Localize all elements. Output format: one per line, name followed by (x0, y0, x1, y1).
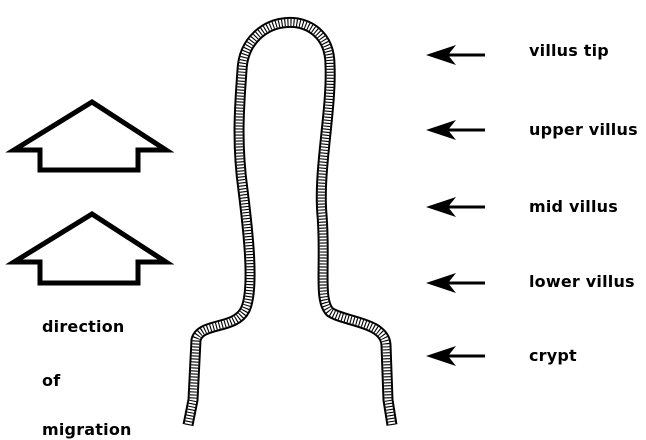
pointer-arrow-upper-villus (426, 120, 485, 140)
migration-label-line-3: migration (42, 421, 132, 439)
migration-label-line-2: of (42, 372, 60, 390)
pointer-arrow-mid-villus (426, 197, 485, 217)
label-lower-villus: lower villus (529, 273, 635, 291)
migration-arrow-upper (14, 102, 166, 170)
migration-label-line-1: direction (42, 318, 124, 336)
pointer-arrow-lower-villus (426, 273, 485, 293)
migration-arrow-lower (14, 214, 166, 283)
label-mid-villus: mid villus (529, 198, 618, 216)
label-crypt: crypt (529, 347, 577, 365)
villus-outline (188, 22, 392, 425)
pointer-arrow-crypt (426, 346, 485, 366)
pointer-arrow-villus-tip (426, 45, 485, 65)
label-upper-villus: upper villus (529, 121, 638, 139)
label-villus-tip: villus tip (529, 42, 609, 60)
